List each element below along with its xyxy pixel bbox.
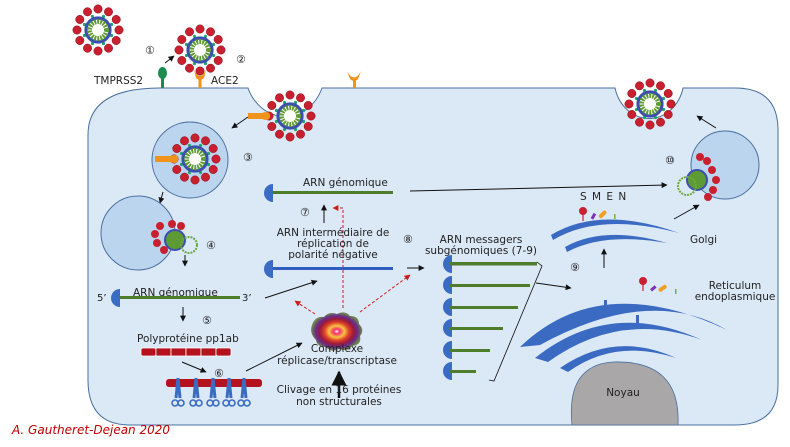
arrow-to-exocytosis: [696, 115, 717, 129]
arrow-to-er: [535, 282, 572, 291]
step-8-marker: ⑧: [403, 233, 413, 246]
dashed-arrow-rtc-to-subgenomic: [359, 274, 411, 313]
er-label-line2: endoplasmique: [695, 291, 776, 303]
step-2-marker: ②: [236, 53, 246, 66]
negative-rna-label-line1: ARN intermédiaire de: [277, 227, 390, 239]
cleavage-label-line1: Clivage en 16 protéines: [277, 384, 402, 396]
nucleus: [570, 361, 679, 426]
arrow-to-fusion: [158, 191, 165, 204]
subgenomic-mrna-list: [443, 255, 537, 380]
er-label-line1: Reticulum: [709, 280, 762, 292]
step-6-marker: ⑥: [214, 367, 224, 380]
step-5-marker: ⑤: [202, 314, 212, 327]
golgi-label: Golgi: [690, 234, 717, 246]
arrow-golgi-to-assembly: [673, 204, 700, 220]
virion-assembly: [677, 153, 720, 201]
genomic-rna-strand: [120, 296, 240, 299]
negative-rna-label-line2: réplication de: [297, 238, 369, 250]
step-10-marker: ⑩: [665, 154, 675, 167]
tmprss2-label: TMPRSS2: [93, 75, 143, 87]
arrow-to-endosome: [231, 116, 249, 129]
structural-proteins-golgi-icon: [579, 207, 616, 221]
three-prime-label: 3’: [242, 293, 252, 304]
assembly-vesicle: [690, 130, 760, 200]
arrow-to-negative-rna: [264, 279, 318, 299]
ace2-bound-icon: [155, 155, 178, 163]
five-prime-label: 5’: [97, 293, 107, 304]
genomic-rna-top-label: ARN génomique: [303, 177, 388, 189]
step-1-marker: ①: [145, 44, 155, 57]
step-3-marker: ③: [243, 151, 253, 164]
endoplasmic-reticulum: [520, 300, 727, 372]
step-7-marker: ⑦: [300, 206, 310, 219]
virion-attaching: [175, 25, 225, 75]
arrow-to-cleavage: [181, 361, 207, 373]
arrow-step-1: [164, 55, 175, 64]
structural-proteins-er-icon: [639, 277, 677, 294]
arrow-genomic-to-assembly: [409, 182, 668, 192]
polyprotein-label: Polyprotéine pp1ab: [137, 333, 239, 345]
replicase-transcriptase-complex-icon: [311, 312, 363, 351]
ace2-label: ACE2: [211, 75, 239, 87]
protease-scissors-icon: [171, 377, 251, 407]
smen-label: S M E N: [580, 191, 627, 203]
polyprotein-pp1ab-bar: [140, 347, 232, 357]
rtc-label-line1: Complexe: [311, 343, 363, 355]
ace2-receptor-icon: [347, 71, 361, 88]
subgenomic-mrna-label-line2: subgénomiques (7-9): [425, 245, 537, 257]
nucleus-label: Noyau: [606, 387, 640, 399]
negative-rna-strand: [273, 267, 393, 270]
negative-rna-label-line3: polarité négative: [288, 249, 378, 261]
dashed-arrow-rtc-to-negative-rna: [294, 300, 316, 315]
rtc-label-line2: réplicase/transcriptase: [277, 355, 397, 367]
golgi-apparatus: [551, 219, 679, 252]
ace2-receptor-icon: [194, 70, 206, 88]
dashed-arrow-rtc-to-genomic-rna: [332, 205, 344, 308]
virion-free: [73, 5, 123, 55]
arrow-to-rtc: [245, 342, 303, 372]
subgenomic-mrna-label-line1: ARN messagers: [440, 234, 523, 246]
ace2-bound-icon: [248, 112, 270, 120]
genomic-rna-top-strand: [273, 191, 393, 194]
cleavage-label-line2: non structurales: [296, 396, 382, 408]
step-4-marker: ④: [206, 239, 216, 252]
fusion-vesicle: [100, 195, 176, 271]
author-credit: A. Gautheret-Dejean 2020: [11, 423, 170, 437]
tmprss2-receptor-icon: [158, 67, 167, 88]
virion-uncoating: [151, 220, 198, 254]
subgenomic-bracket: [488, 261, 543, 382]
step-9-marker: ⑨: [570, 261, 580, 274]
